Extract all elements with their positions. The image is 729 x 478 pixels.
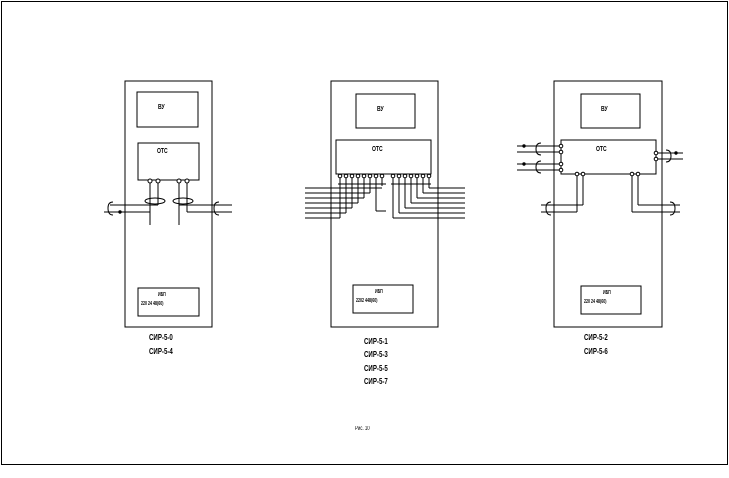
cabinet-left bbox=[104, 80, 232, 328]
vu-block-left bbox=[136, 91, 199, 128]
caption-center-2: СИР-5-3 bbox=[364, 349, 388, 359]
vu-label-right: ВУ bbox=[601, 106, 608, 113]
caption-center-1: СИР-5-1 bbox=[364, 336, 388, 346]
ibp-spec-center: 2202 448(60) bbox=[356, 298, 378, 304]
ibp-block-right bbox=[580, 285, 642, 315]
ots-label-left: ОТС bbox=[157, 148, 168, 155]
ibp-label-center: ИБП bbox=[375, 289, 383, 295]
figure-caption: Рис. 10 bbox=[355, 426, 370, 432]
ots-block-center bbox=[335, 139, 432, 175]
ibp-spec-left: 220 24 48(60) bbox=[141, 301, 164, 307]
ots-block-right bbox=[560, 139, 657, 175]
ibp-block-left bbox=[137, 287, 200, 317]
caption-center-3: СИР-5-5 bbox=[364, 363, 388, 373]
ibp-spec-right: 220 24 48(60) bbox=[584, 299, 607, 305]
caption-center-4: СИР-5-7 bbox=[364, 376, 388, 386]
ots-label-right: ОТС bbox=[596, 146, 607, 153]
drawing-frame bbox=[1, 1, 728, 465]
cabinet-right bbox=[517, 80, 683, 328]
vu-block-center bbox=[355, 93, 416, 129]
vu-label-left: ВУ bbox=[158, 104, 165, 111]
ibp-block-center bbox=[352, 284, 414, 314]
cabinet-center bbox=[305, 80, 465, 328]
caption-left-2: СИР-5-4 bbox=[149, 346, 173, 356]
caption-right-1: СИР-5-2 bbox=[584, 332, 608, 342]
ots-label-center: ОТС bbox=[372, 146, 383, 153]
caption-right-2: СИР-5-6 bbox=[584, 346, 608, 356]
ots-block-left bbox=[137, 142, 200, 181]
vu-block-right bbox=[580, 93, 641, 129]
caption-left-1: СИР-5-0 bbox=[149, 332, 173, 342]
ibp-label-left: ИБП bbox=[158, 292, 166, 298]
vu-label-center: ВУ bbox=[377, 106, 384, 113]
ibp-label-right: ИБП bbox=[603, 290, 611, 296]
